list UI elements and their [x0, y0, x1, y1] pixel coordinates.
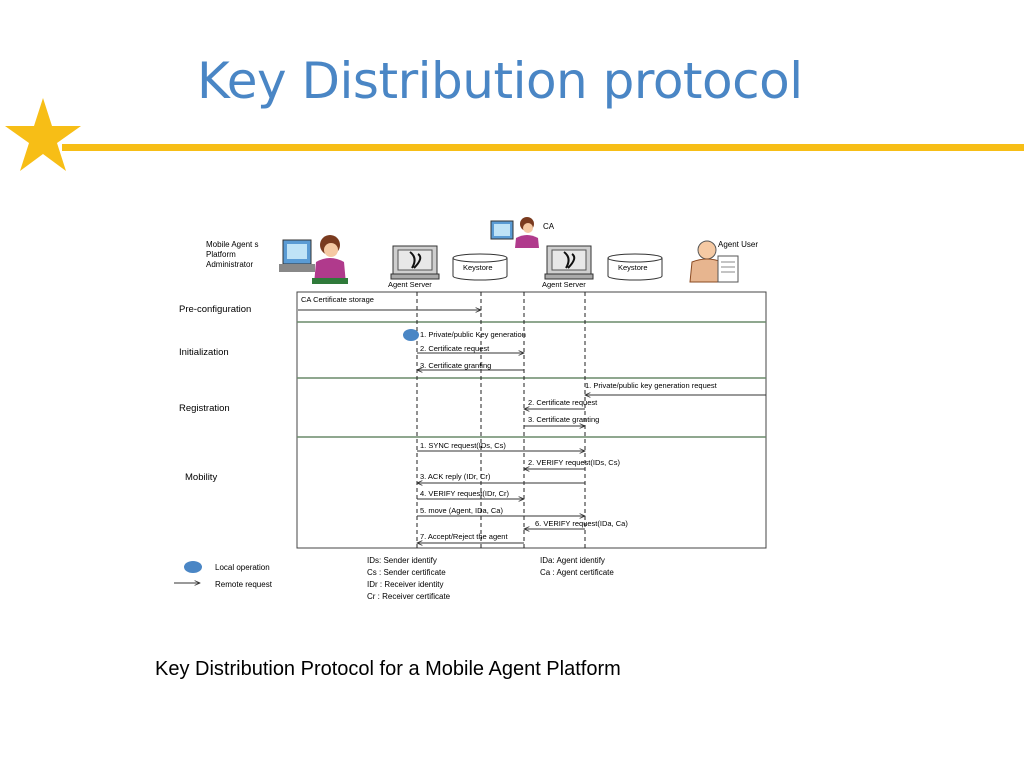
- message-label: 2. Certificate request: [420, 344, 490, 353]
- abbrev-note: Cs : Sender certificate: [367, 568, 446, 577]
- keystore-1-icon: [452, 253, 508, 281]
- message-label: 6. VERIFY request(IDa, Ca): [535, 519, 628, 528]
- keystore-1-label: Keystore: [463, 263, 493, 272]
- phase-label: Pre-configuration: [179, 304, 251, 315]
- message-label: 3. ACK reply (IDr, Cr): [420, 472, 491, 481]
- message-label: 1. Private/public key generation request: [585, 381, 718, 390]
- message-label: 2. Certificate request: [528, 398, 598, 407]
- abbrev-note: IDa: Agent identify: [540, 556, 605, 565]
- agent-server-1-label: Agent Server: [388, 280, 432, 289]
- keystore-2-icon: [607, 253, 663, 281]
- agent-server-1-icon: [390, 245, 440, 280]
- administrator-icon: [279, 235, 348, 284]
- phase-label: Mobility: [185, 472, 217, 483]
- legend-local-marker: [184, 561, 202, 573]
- page-title: Key Distribution protocol: [197, 52, 803, 110]
- abbrev-note: IDs: Sender identify: [367, 556, 437, 565]
- admin-label-line2: Platform: [206, 250, 236, 259]
- abbrev-note: IDr : Receiver identity: [367, 580, 443, 589]
- phase-label: Initialization: [179, 347, 229, 358]
- message-label: 1. Private/public Key generation: [420, 330, 526, 339]
- admin-label-line3: Administrator: [206, 260, 253, 269]
- star-icon: [5, 98, 81, 171]
- admin-label-line1: Mobile Agent s: [206, 240, 258, 249]
- phase-label: Registration: [179, 403, 230, 414]
- abbrev-note: Cr : Receiver certificate: [367, 592, 451, 601]
- ca-icon: [490, 217, 539, 248]
- ca-label: CA: [543, 222, 555, 231]
- message-label: CA Certificate storage: [301, 295, 374, 304]
- agent-user-icon: [689, 240, 739, 283]
- agent-server-2-icon: [544, 245, 594, 280]
- local-operation-marker: [403, 329, 419, 341]
- accent-rule: [62, 144, 1024, 151]
- message-label: 2. VERIFY request(IDs, Cs): [528, 458, 620, 467]
- legend-local-label: Local operation: [215, 563, 270, 572]
- agent-server-2-label: Agent Server: [542, 280, 586, 289]
- message-label: 7. Accept/Reject the agent: [420, 532, 508, 541]
- figure-caption: Key Distribution Protocol for a Mobile A…: [155, 658, 621, 680]
- legend-remote-label: Remote request: [215, 580, 273, 589]
- agent-user-label: Agent User: [718, 240, 758, 249]
- message-label: 5. move (Agent, IDa, Ca): [420, 506, 503, 515]
- message-label: 3. Certificate granting: [420, 361, 491, 370]
- sequence-frame: [296, 291, 767, 549]
- keystore-2-label: Keystore: [618, 263, 648, 272]
- message-label: 3. Certificate granting: [528, 415, 599, 424]
- message-label: 1. SYNC request(IDs, Cs): [420, 441, 506, 450]
- message-label: 4. VERIFY request(IDr, Cr): [420, 489, 510, 498]
- abbrev-note: Ca : Agent certificate: [540, 568, 614, 577]
